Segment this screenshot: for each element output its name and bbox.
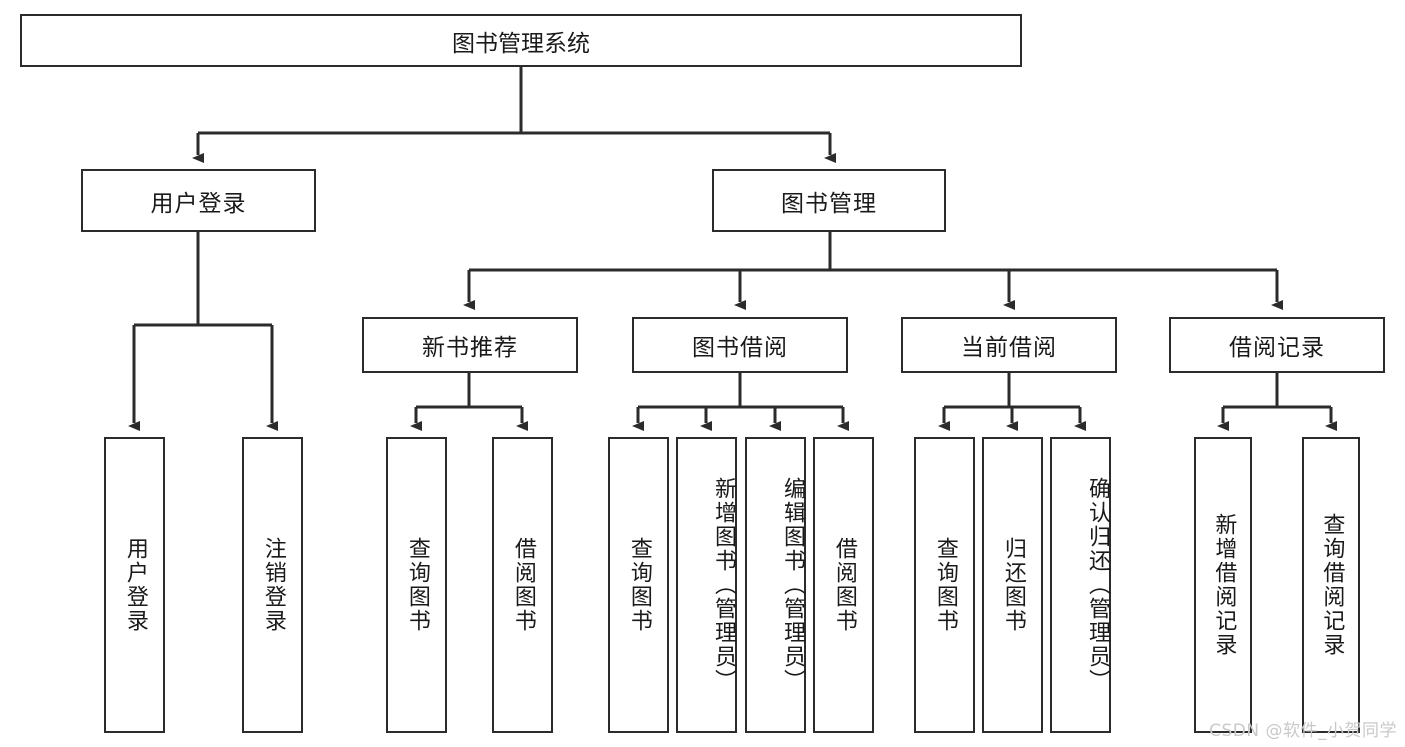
leaf-add-book-admin[interactable]: 新增图书（管理员） (676, 437, 737, 733)
leaf-user-login[interactable]: 用户登录 (104, 437, 165, 733)
node-label: 图书管理系统 (452, 30, 590, 57)
leaf-confirm-return-admin[interactable]: 确认归还（管理员） (1050, 437, 1111, 733)
leaf-edit-book-admin[interactable]: 编辑图书（管理员） (745, 437, 806, 733)
leaf-return-book[interactable]: 归还图书 (982, 437, 1043, 733)
leaf-query-book-borrow[interactable]: 查询图书 (608, 437, 669, 733)
leaf-query-borrow-record[interactable]: 查询借阅记录 (1302, 437, 1360, 733)
node-label: 新增借阅记录 (1211, 513, 1237, 657)
node-label: 用户登录 (150, 190, 247, 217)
node-current-borrow[interactable]: 当前借阅 (901, 317, 1117, 373)
node-borrow-records[interactable]: 借阅记录 (1169, 317, 1385, 373)
node-label: 新增图书（管理员） (711, 477, 736, 693)
node-label: 图书管理 (781, 190, 877, 217)
node-label: 编辑图书（管理员） (780, 477, 805, 693)
leaf-query-book-current[interactable]: 查询图书 (914, 437, 975, 733)
leaf-query-book-recommend[interactable]: 查询图书 (386, 437, 447, 733)
node-book-management[interactable]: 图书管理 (712, 169, 946, 232)
leaf-add-borrow-record[interactable]: 新增借阅记录 (1194, 437, 1252, 733)
node-new-book-recommend[interactable]: 新书推荐 (362, 317, 578, 373)
node-label: 确认归还（管理员） (1085, 477, 1110, 693)
node-label: 借阅记录 (1229, 335, 1325, 361)
node-label: 查询借阅记录 (1319, 513, 1345, 657)
node-label: 查询图书 (932, 537, 958, 633)
node-label: 当前借阅 (961, 335, 1057, 361)
leaf-borrow-book[interactable]: 借阅图书 (813, 437, 874, 733)
leaf-borrow-book-recommend[interactable]: 借阅图书 (492, 437, 553, 733)
leaf-user-logout[interactable]: 注销登录 (242, 437, 303, 733)
node-label: 用户登录 (122, 537, 148, 633)
node-root-system[interactable]: 图书管理系统 (20, 14, 1022, 67)
node-label: 新书推荐 (422, 335, 518, 361)
csdn-watermark: CSDN @软件_小贺同学 (1209, 721, 1397, 741)
node-label: 图书借阅 (692, 335, 788, 361)
node-user-login[interactable]: 用户登录 (81, 169, 316, 232)
node-label: 查询图书 (626, 537, 652, 633)
node-label: 归还图书 (1000, 537, 1026, 633)
node-book-borrow[interactable]: 图书借阅 (632, 317, 848, 373)
node-label: 借阅图书 (510, 537, 536, 633)
node-label: 查询图书 (404, 537, 430, 633)
node-label: 借阅图书 (831, 537, 857, 633)
node-label: 注销登录 (260, 537, 286, 633)
